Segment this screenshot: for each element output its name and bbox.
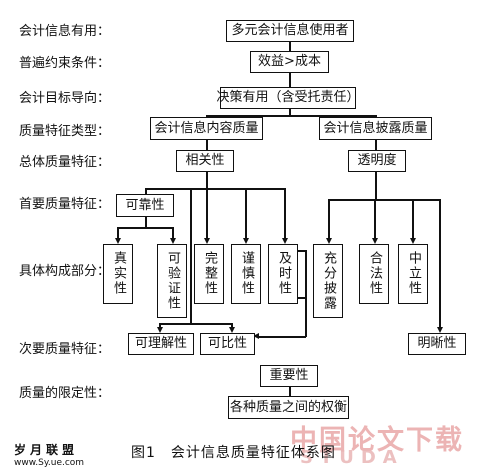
connector-line: [117, 227, 173, 229]
arrow-icon: [326, 238, 332, 244]
arrow-icon: [115, 238, 121, 244]
connector-line: [305, 250, 307, 298]
node-materiality: 重要性: [260, 365, 318, 387]
connector-line: [145, 188, 147, 194]
node-benefit-cost: 效益>成本: [250, 51, 329, 73]
node-content-quality: 会计信息内容质量: [150, 117, 263, 140]
connector-line: [206, 188, 208, 238]
connector-line: [190, 188, 192, 324]
node-full-disclosure: 充分披露: [313, 244, 343, 318]
level-label-type: 质量特征类型：: [19, 124, 111, 139]
watermark-url: STUDA: [300, 447, 404, 468]
node-disclosure-quality: 会计信息披露质量: [319, 117, 432, 140]
connector-line: [328, 199, 330, 238]
node-prudent: 谨慎性: [231, 244, 261, 304]
arrow-icon: [372, 238, 378, 244]
watermark: 中国论文下载: [290, 425, 464, 456]
node-understandable: 可理解性: [128, 333, 194, 355]
node-neutral: 中立性: [398, 244, 428, 304]
connector-line: [206, 139, 208, 150]
arrow-icon: [204, 238, 210, 244]
connector-line: [305, 297, 307, 337]
connector-line: [206, 115, 376, 117]
connector-line: [231, 323, 233, 328]
connector-line: [145, 188, 285, 190]
node-comparable: 可比性: [200, 333, 255, 355]
node-transparency: 透明度: [348, 150, 406, 172]
arrow-icon: [170, 238, 176, 244]
connector-line: [284, 188, 286, 238]
level-label-useful: 会计信息有用：: [19, 24, 111, 39]
connector-line: [296, 297, 307, 299]
connector-line: [145, 217, 147, 228]
level-label-objective: 会计目标导向：: [19, 91, 111, 106]
connector-line: [117, 227, 119, 238]
node-tradeoff: 各种质量之间的权衡: [228, 396, 349, 419]
site-logo: 岁月联盟: [14, 443, 79, 457]
connector-line: [375, 139, 377, 150]
connector-line: [289, 108, 291, 115]
connector-line: [289, 73, 291, 87]
connector-line: [206, 171, 208, 189]
connector-line: [295, 250, 306, 252]
arrow-icon: [410, 238, 416, 244]
arrow-icon: [229, 327, 235, 333]
node-timely: 及时性: [268, 244, 298, 304]
connector-line: [439, 199, 441, 327]
node-verifiable: 可验证性: [157, 244, 187, 318]
node-relevance: 相关性: [176, 150, 234, 172]
connector-line: [172, 227, 174, 238]
level-label-components: 具体构成部分：: [19, 264, 111, 279]
arrow-icon: [437, 327, 443, 333]
node-clarity: 明晰性: [408, 333, 466, 355]
node-complete: 完整性: [194, 244, 224, 304]
connector-line: [245, 188, 247, 238]
node-objective: 决策有用（含受托责任）: [217, 87, 360, 109]
node-legal: 合法性: [359, 244, 389, 304]
arrow-icon: [282, 238, 288, 244]
level-label-primary: 首要质量特征：: [19, 197, 111, 212]
level-label-secondary: 次要质量特征：: [19, 342, 111, 357]
connector-line: [159, 323, 232, 325]
connector-line: [289, 41, 291, 51]
figure-caption: 图1 会计信息质量特征体系图: [131, 445, 336, 461]
connector-line: [289, 386, 291, 397]
site-url: www.Sy.ue.com: [14, 458, 85, 468]
connector-line: [159, 323, 161, 328]
node-users: 多元会计信息使用者: [226, 20, 354, 42]
level-label-overall: 总体质量特征：: [19, 155, 111, 170]
connector-line: [375, 171, 377, 200]
connector-line: [374, 199, 376, 238]
connector-line: [258, 336, 306, 338]
arrow-icon: [157, 327, 163, 333]
arrow-icon: [243, 238, 249, 244]
level-label-constraint: 普遍约束条件：: [19, 56, 111, 71]
arrow-icon: [253, 333, 259, 339]
connector-line: [206, 115, 208, 118]
level-label-constraints: 质量的限定性：: [19, 386, 111, 401]
connector-line: [328, 199, 440, 201]
connector-line: [412, 199, 414, 238]
connector-line: [375, 115, 377, 118]
node-truthful: 真实性: [103, 244, 133, 304]
node-reliability: 可靠性: [116, 194, 174, 217]
